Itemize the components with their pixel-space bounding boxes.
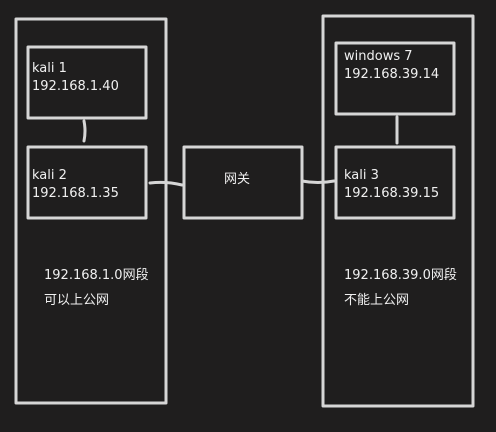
win7-node	[334, 41, 456, 116]
kali3-node	[334, 145, 456, 220]
link-gateway-kali3	[300, 179, 336, 184]
link-kali2-gateway	[148, 180, 184, 187]
kali1-name: kali 1	[32, 61, 67, 76]
kali3-name: kali 3	[344, 168, 379, 183]
gateway-label: 网关	[224, 172, 251, 187]
kali2-name: kali 2	[32, 168, 67, 183]
kali3-ip: 192.168.39.15	[344, 186, 440, 201]
left-segment-label: 192.168.1.0网段	[44, 268, 149, 283]
left-network-zone	[14, 17, 168, 405]
kali1-ip: 192.168.1.40	[32, 79, 119, 94]
right-internet-label: 不能上公网	[344, 293, 410, 308]
kali1-node	[26, 45, 148, 120]
kali2-node	[26, 145, 148, 220]
right-segment-label: 192.168.39.0网段	[344, 268, 457, 283]
right-network-zone	[321, 14, 475, 408]
left-internet-label: 可以上公网	[44, 293, 110, 308]
win7-ip: 192.168.39.14	[344, 67, 440, 82]
link-kali1-kali2	[82, 119, 87, 143]
win7-name: windows 7	[344, 49, 413, 64]
kali2-ip: 192.168.1.35	[32, 186, 119, 201]
